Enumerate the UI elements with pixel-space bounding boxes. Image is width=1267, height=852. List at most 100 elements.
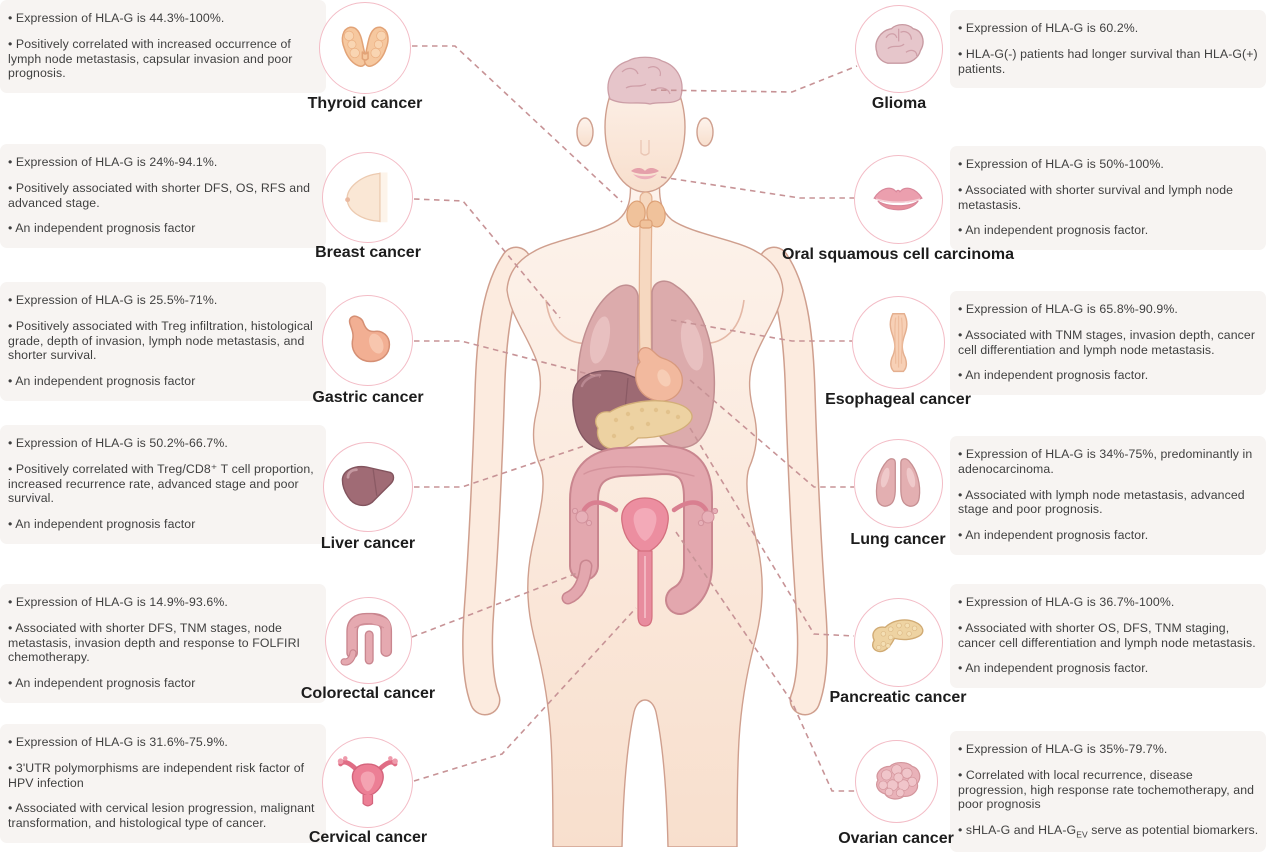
- arms: [462, 246, 828, 716]
- glioma-info-panel: • Expression of HLA-G is 60.2%. • HLA-G(…: [950, 10, 1266, 89]
- esophagus-organ: [638, 191, 653, 373]
- bullet-text: • Expression of HLA-G is 34%-75%, predom…: [958, 447, 1253, 476]
- connector-liver: [414, 445, 585, 488]
- bullet-text: • Positively associated with Treg infilt…: [8, 318, 313, 363]
- oral-squamous-cell-carcinoma-circle: [854, 155, 943, 244]
- thyroid-icon: [341, 26, 389, 67]
- brain-organ: [607, 56, 683, 105]
- bullet-text: • Expression of HLA-G is 35%-79.7%.: [958, 742, 1168, 756]
- ear: [576, 117, 594, 147]
- lungs-icon: [876, 458, 921, 508]
- gastric-cancer-circle: [322, 295, 413, 386]
- esophageal-info-panel: • Expression of HLA-G is 65.8%-90.9%. • …: [950, 291, 1266, 395]
- breast-icon: [344, 172, 388, 222]
- bullet-text: • Associated with TNM stages, invasion d…: [958, 327, 1256, 357]
- oral-info-panel: • Expression of HLA-G is 50%-100%. • Ass…: [950, 146, 1266, 250]
- colorectal-info-panel: • Expression of HLA-G is 14.9%-93.6%. • …: [0, 584, 326, 703]
- bullet-text: • Associated with shorter OS, DFS, TNM s…: [958, 620, 1256, 650]
- pancreatic-info-panel: • Expression of HLA-G is 36.7%-100%. • A…: [950, 584, 1266, 688]
- stomach-icon: [348, 315, 390, 362]
- pancreatic-cancer-label: Pancreatic cancer: [829, 689, 967, 706]
- bullet-text: • Expression of HLA-G is 31.6%-75.9%.: [8, 735, 228, 749]
- bullet-text: • Expression of HLA-G is 14.9%-93.6%.: [8, 595, 228, 609]
- colon-icon: [340, 613, 393, 666]
- colon-organ: [561, 445, 713, 615]
- liver-cancer-circle: [323, 442, 413, 532]
- bullet-text: • An independent prognosis factor: [8, 221, 196, 236]
- uterus-icon: [337, 755, 398, 807]
- connector-thyroid: [412, 45, 623, 203]
- pancreatic-cancer-circle: [854, 598, 943, 687]
- bullet-text: • Expression of HLA-G is 25.5%-71%.: [8, 293, 218, 307]
- breast-info-panel: • Expression of HLA-G is 24%-94.1%. • Po…: [0, 144, 326, 248]
- cervical-info-panel: • Expression of HLA-G is 31.6%-75.9%. • …: [0, 724, 326, 843]
- esophageal-cancer-circle: [852, 296, 945, 389]
- connector-lung: [689, 379, 854, 488]
- esophagus-icon: [889, 312, 908, 373]
- breast-cancer-label: Breast cancer: [315, 244, 421, 261]
- connector-pancreatic: [689, 427, 855, 637]
- bullet-text: • An independent prognosis factor.: [958, 528, 1149, 542]
- thyroid-organ: [626, 200, 666, 229]
- bullet-text: • sHLA-G and HLA-GEV serve as potential …: [958, 823, 1259, 840]
- connector-colorectal: [411, 571, 581, 638]
- subscript-ev: EV: [1076, 829, 1088, 840]
- bullet-text: • Positively correlated with increased o…: [8, 36, 293, 81]
- connector-cervical: [413, 607, 637, 782]
- gastric-info-panel: • Expression of HLA-G is 25.5%-71%. • Po…: [0, 282, 326, 401]
- bullet-text: • An independent prognosis factor.: [958, 368, 1149, 383]
- ovarian-info-panel: • Expression of HLA-G is 35%-79.7%. • Co…: [950, 731, 1266, 852]
- uterus-organ: [571, 497, 719, 627]
- colorectal-cancer-circle: [325, 597, 412, 684]
- gastric-cancer-label: Gastric cancer: [312, 389, 424, 406]
- bullet-text: • Associated with cervical lesion progre…: [8, 801, 315, 830]
- thyroid-info-panel: • Expression of HLA-G is 44.3%-100%. • P…: [0, 0, 326, 93]
- esophageal-cancer-label: Esophageal cancer: [825, 391, 971, 408]
- connector-breast: [413, 198, 561, 319]
- bullet-text: • Expression of HLA-G is 50%-100%.: [958, 157, 1164, 171]
- nose: [640, 140, 650, 156]
- bullet-text: • An independent prognosis factor: [8, 374, 196, 388]
- bullet-text: • Associated with shorter survival and l…: [958, 182, 1234, 212]
- bullet-text: • Expression of HLA-G is 50.2%-66.7%.: [8, 436, 228, 450]
- lung-cancer-label: Lung cancer: [850, 531, 946, 548]
- bullet-text: • Expression of HLA-G is 44.3%-100%.: [8, 11, 225, 25]
- brain-icon: [875, 24, 924, 65]
- bullet-text: • Expression of HLA-G is 65.8%-90.9%.: [958, 302, 1178, 316]
- connector-esophageal: [670, 319, 852, 342]
- thyroid-cancer-circle: [319, 2, 411, 94]
- lips-icon: [873, 188, 924, 211]
- colorectal-cancer-label: Colorectal cancer: [300, 685, 436, 702]
- bullet-text: • Associated with shorter DFS, TNM stage…: [8, 620, 301, 665]
- liver-icon: [341, 465, 394, 506]
- lung-info-panel: • Expression of HLA-G is 34%-75%, predom…: [950, 436, 1266, 555]
- bullet-text: • Expression of HLA-G is 36.7%-100%.: [958, 595, 1175, 609]
- ovary-tumor-icon: [875, 761, 921, 800]
- cervical-cancer-label: Cervical cancer: [308, 829, 428, 846]
- pancreas-icon: [872, 619, 924, 653]
- bullet-text: • Expression of HLA-G is 24%-94.1%.: [8, 155, 218, 169]
- connector-ovarian: [675, 531, 856, 792]
- cervical-cancer-circle: [322, 737, 413, 828]
- oral-squamous-cell-carcinoma-label: Oral squamous cell carcinoma: [781, 246, 1015, 263]
- bullet-text: • An independent prognosis factor.: [958, 223, 1149, 238]
- connector-gastric: [414, 340, 601, 378]
- lung-cancer-circle: [854, 439, 943, 528]
- bullet-text: • Expression of HLA-G is 60.2%.: [958, 21, 1139, 35]
- dashed-connectors: [411, 45, 858, 792]
- bullet-text: • An independent prognosis factor.: [958, 661, 1149, 676]
- breast-cancer-circle: [322, 152, 413, 243]
- stomach-organ: [634, 347, 683, 402]
- ovarian-cancer-circle: [855, 740, 938, 823]
- bullet-text: • Associated with lymph node metastasis,…: [958, 487, 1245, 517]
- thyroid-cancer-label: Thyroid cancer: [307, 95, 423, 112]
- connector-glioma: [650, 65, 858, 93]
- bullet-text: • 3'UTR polymorphisms are independent ri…: [8, 760, 305, 790]
- liver-cancer-label: Liver cancer: [320, 535, 416, 552]
- bullet-text: • An independent prognosis factor: [8, 676, 196, 690]
- bullet-text: • Positively correlated with Treg/CD8⁺ T…: [8, 461, 314, 506]
- lips-organ: [631, 167, 659, 180]
- bullet-text: • Positively associated with shorter DFS…: [8, 180, 311, 210]
